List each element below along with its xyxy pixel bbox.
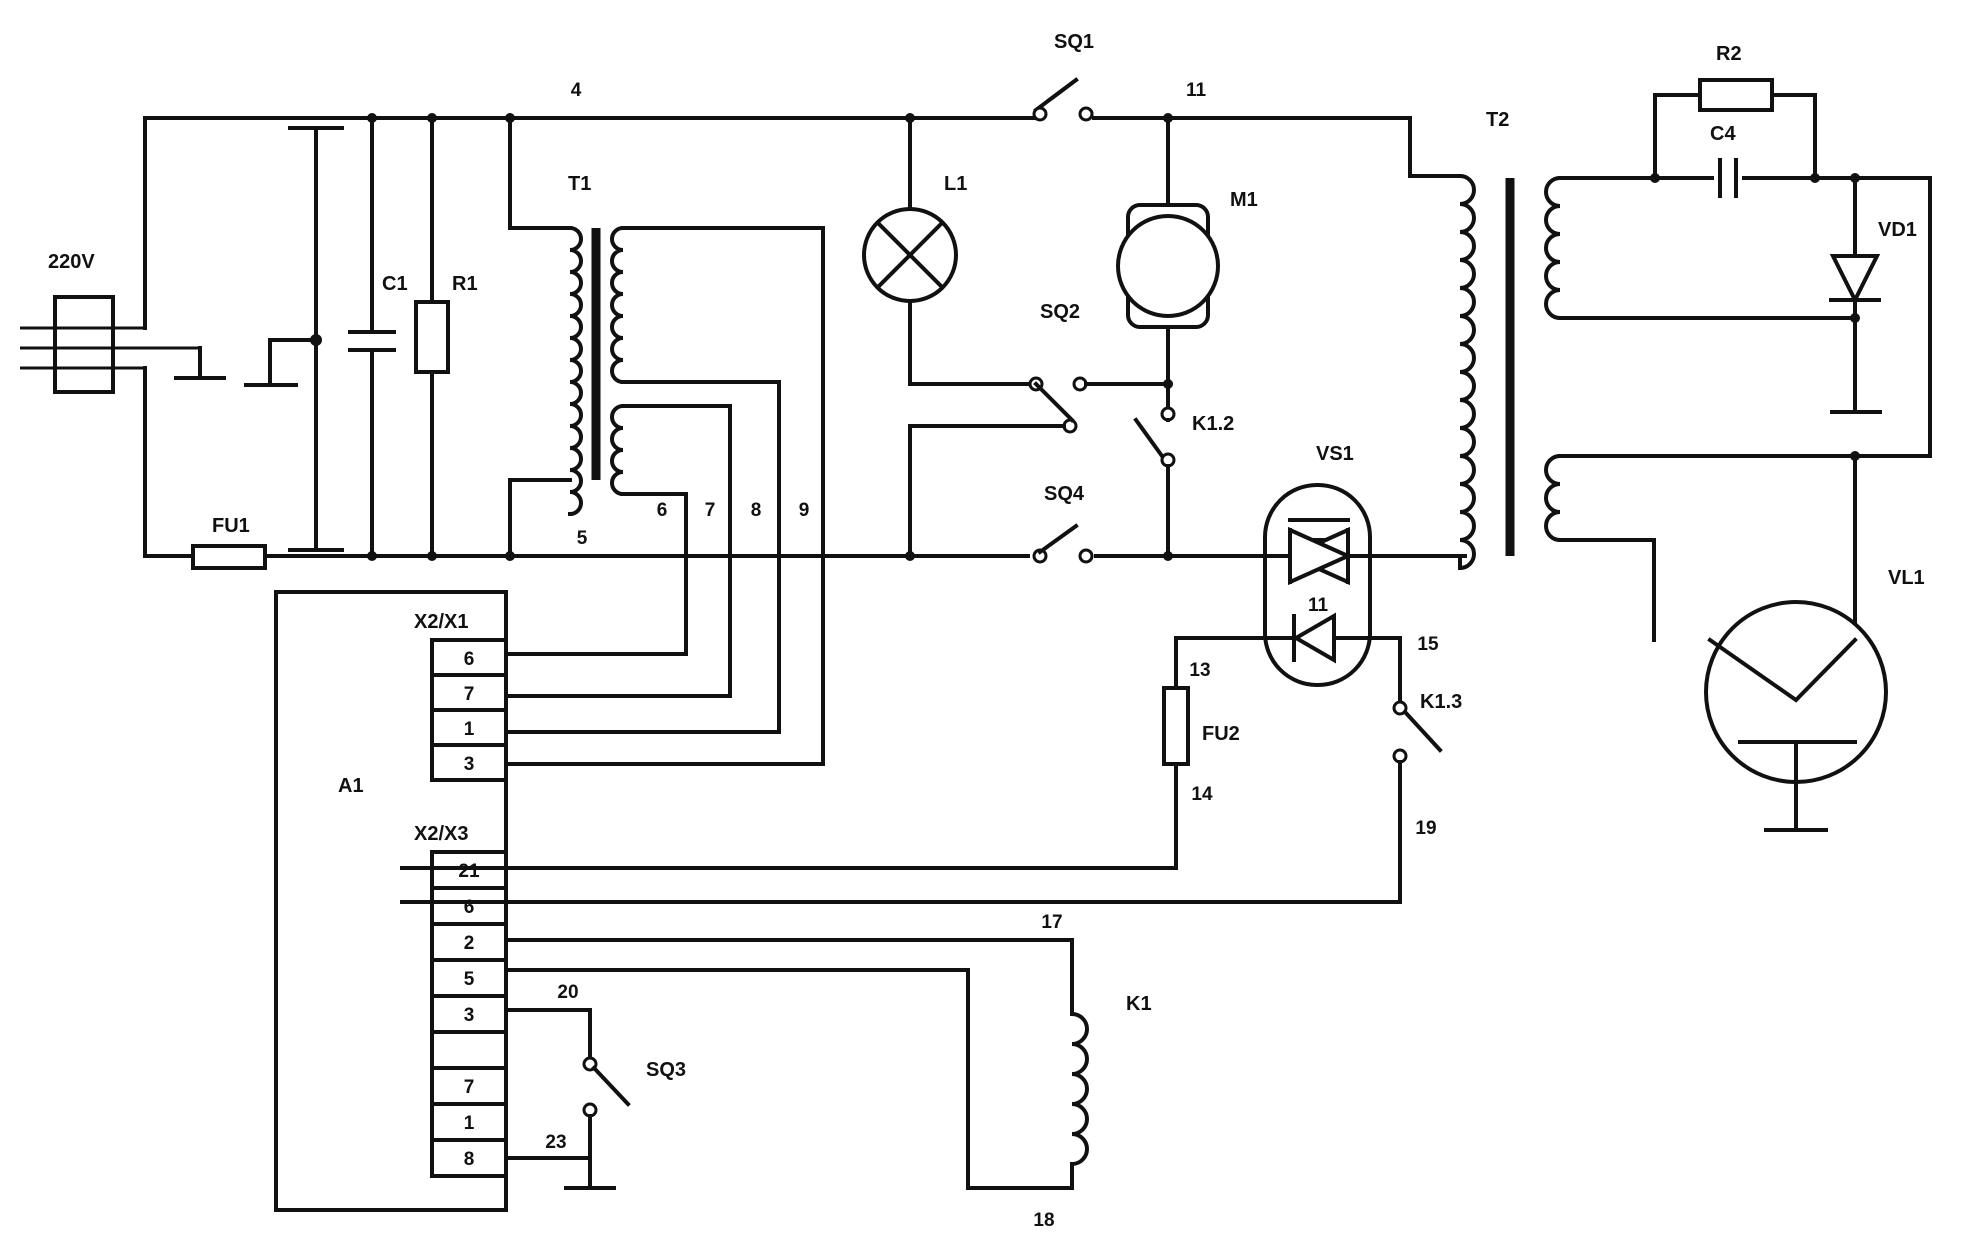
sq3-label: SQ3 <box>646 1059 686 1081</box>
node-23-label: 23 <box>545 1132 566 1153</box>
fuse-fu2 <box>400 686 1190 870</box>
node-6-label: 6 <box>657 500 668 521</box>
wire-node-13 <box>1174 636 1296 690</box>
t1-label: T1 <box>568 173 591 195</box>
node-18-label: 18 <box>1033 1210 1054 1231</box>
resistor-r1 <box>414 113 450 561</box>
capacitor-c1 <box>348 113 396 561</box>
x3-pin: 8 <box>464 1149 475 1170</box>
fu2-label: FU2 <box>1202 723 1240 745</box>
node-9-label: 9 <box>799 500 810 521</box>
wire-x3-2 <box>504 938 1074 1016</box>
x1-pin: 3 <box>464 754 475 775</box>
sq1-label: SQ1 <box>1054 31 1094 53</box>
fu1-label: FU1 <box>212 515 250 537</box>
control-board-a1 <box>274 590 508 1212</box>
x1-pin: 6 <box>464 649 475 670</box>
c4-label: C4 <box>1710 123 1736 145</box>
screen-bar <box>288 126 344 552</box>
node-14-label: 14 <box>1191 784 1213 805</box>
wire-heater <box>1558 538 1656 642</box>
r1-label: R1 <box>452 273 478 295</box>
x3-pin: 7 <box>464 1077 475 1098</box>
transformer-t1 <box>505 113 825 766</box>
r2-label: R2 <box>1716 43 1742 65</box>
x3-pin: 1 <box>464 1113 475 1134</box>
mains-plug <box>20 295 200 394</box>
wire-x3-5 <box>504 968 1074 1190</box>
node-11-label: 11 <box>1186 80 1207 101</box>
resistor-r2 <box>1650 78 1820 183</box>
lamp-l1 <box>862 113 1036 386</box>
x2x3-label: X2/X3 <box>414 823 468 845</box>
x1-pin: 7 <box>464 684 475 705</box>
wire-hv-loop <box>1558 176 1932 458</box>
node-8-label: 8 <box>751 500 762 521</box>
node-5-label: 5 <box>577 528 588 549</box>
sq4-label: SQ4 <box>1044 483 1085 505</box>
vl1-label: VL1 <box>1888 567 1925 589</box>
k13-label: K1.3 <box>1420 691 1462 713</box>
switch-sq3 <box>504 1008 631 1190</box>
t2-label: T2 <box>1486 109 1509 131</box>
x1-pin: 1 <box>464 719 475 740</box>
switch-sq4 <box>1030 523 1094 566</box>
l1-label: L1 <box>944 173 967 195</box>
node-4-label: 4 <box>571 80 582 101</box>
node-17-label: 17 <box>1041 912 1062 933</box>
x3-pin: 6 <box>464 897 475 918</box>
x3-pin: 2 <box>464 933 475 954</box>
x2x1-label: X2/X1 <box>414 611 468 633</box>
x3-pin: 21 <box>458 861 480 882</box>
vs1-label: VS1 <box>1316 443 1354 465</box>
wire-node-4 <box>143 116 1412 330</box>
node-15-label: 15 <box>1417 634 1439 655</box>
m1-label: M1 <box>1230 189 1258 211</box>
switch-sq2 <box>905 376 1173 561</box>
node-13-label: 13 <box>1189 660 1210 681</box>
node-7-label: 7 <box>705 500 716 521</box>
motor-m1 <box>1116 113 1220 422</box>
capacitor-c4 <box>1714 158 1742 198</box>
vs1-inner-label: 11 <box>1308 595 1329 616</box>
vd1-label: VD1 <box>1878 219 1917 241</box>
k12-label: K1.2 <box>1192 413 1234 435</box>
wire-node-15 <box>1332 636 1402 702</box>
fuse-fu1 <box>191 544 267 570</box>
relay-contact-k12 <box>1133 406 1176 561</box>
relay-coil-k1 <box>1069 1011 1089 1167</box>
transformer-t2 <box>1408 116 1563 571</box>
sq2-label: SQ2 <box>1040 301 1080 323</box>
c1-label: C1 <box>382 273 408 295</box>
k1-label: K1 <box>1126 993 1152 1015</box>
supply-label: 220V <box>48 251 95 273</box>
a1-label: A1 <box>338 775 364 797</box>
node-19-label: 19 <box>1415 818 1436 839</box>
optotriac-vs1: 11 <box>1263 483 1372 687</box>
wire-lower-left <box>143 366 197 558</box>
x3-pin: 3 <box>464 1005 475 1026</box>
node-20-label: 20 <box>557 982 578 1003</box>
magnetron-vl1 <box>1704 451 1888 832</box>
diode-vd1 <box>1829 173 1882 414</box>
x3-pin: 5 <box>464 969 475 990</box>
